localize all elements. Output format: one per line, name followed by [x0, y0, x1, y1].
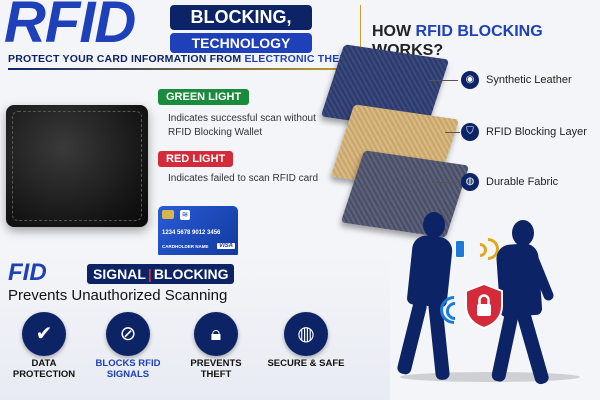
rfid-title: RFID [4, 0, 136, 55]
signal-word: SIGNAL [93, 266, 146, 282]
how-prefix: HOW [372, 23, 416, 40]
how-highlight: RFID BLOCKING [415, 23, 543, 40]
subtitle-highlight: ELECTRONIC THEFT [244, 53, 353, 65]
feature-label-secure-safe: SECURE & SAFE [267, 358, 345, 369]
green-light-description: Indicates successful scan without RFID B… [168, 113, 316, 138]
title-tag-group: BLOCKING, TECHNOLOGY [170, 5, 312, 53]
tag-separator: | [147, 266, 152, 282]
victim-head [512, 220, 534, 246]
layer-durable-fabric [340, 150, 470, 238]
leader-line-3 [432, 182, 460, 183]
subtitle-main: PROTECT YOUR CARD INFORMATION FROM [8, 53, 245, 65]
red-shield-lock-icon [465, 282, 503, 330]
no-signal-icon: ⊘ [106, 312, 150, 356]
how-it-works-heading: HOW RFID BLOCKING WORKS? [372, 22, 543, 60]
credit-card-image: ≋ 1234 5678 9012 3456 CARDHOLDER NAME VI… [158, 206, 238, 258]
blocking-word: BLOCKING [153, 266, 229, 282]
layer-label-3: Durable Fabric [486, 176, 559, 188]
leader-line-1 [430, 80, 458, 81]
layer-label-2: RFID Blocking Layer [486, 126, 587, 138]
thief-leg [396, 299, 428, 376]
card-chip-icon [162, 210, 174, 219]
fid-title: FID [8, 259, 47, 286]
leather-icon: ◉ [461, 71, 479, 89]
phone-scanner-icon [455, 240, 465, 258]
feature-label-data-protection: DATA PROTECTION [12, 358, 76, 381]
thief-head [423, 212, 445, 238]
subtitle-line: PROTECT YOUR CARD INFORMATION FROM ELECT… [8, 53, 353, 65]
shield-check-icon: ✔ [22, 312, 66, 356]
signal-blocking-tag: SIGNAL|BLOCKING [87, 264, 235, 284]
lock-icon: 🔒︎ [194, 312, 238, 356]
ground-shadow [400, 372, 580, 382]
contactless-icon: ≋ [180, 210, 190, 220]
blocking-tag: BLOCKING, [170, 5, 312, 30]
prevents-scanning-text: Prevents Unauthorized Scanning [8, 287, 228, 304]
header-divider [360, 5, 361, 73]
leader-line-2 [445, 132, 460, 133]
header-underline [8, 68, 363, 70]
feature-label-prevents-theft: PREVENTS THEFT [190, 358, 242, 381]
red-light-description: Indicates failed to scan RFID card [168, 173, 319, 184]
layer-label-1: Synthetic Leather [486, 74, 572, 86]
shield-icon: ⛉ [461, 123, 479, 141]
feature-label-blocks-rfid: BLOCKS RFID SIGNALS [95, 358, 161, 381]
card-brand-logo: VISA [216, 243, 235, 249]
card-number: 1234 5678 9012 3456 [162, 230, 221, 236]
technology-tag: TECHNOLOGY [170, 33, 312, 53]
green-light-badge: GREEN LIGHT [158, 89, 250, 105]
cardholder-name: CARDHOLDER NAME [162, 244, 209, 249]
red-light-badge: RED LIGHT [158, 151, 234, 167]
globe-icon: ◍ [284, 312, 328, 356]
wallet-stitching [12, 111, 142, 221]
globe-icon: ◍ [461, 173, 479, 191]
wallet-image [6, 105, 148, 227]
